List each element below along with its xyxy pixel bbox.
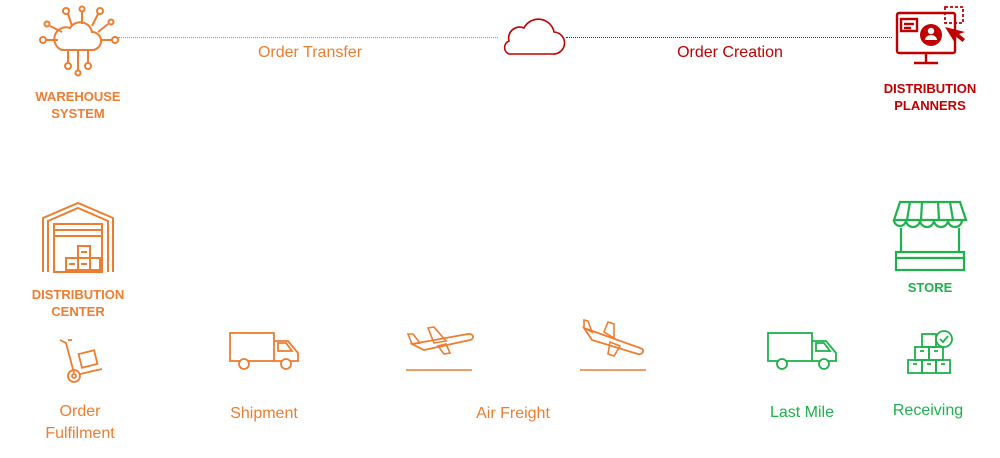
monitor-user-icon — [895, 6, 965, 65]
airplane-icon — [580, 318, 646, 371]
truck-icon — [229, 332, 299, 370]
airplane-icon — [406, 326, 474, 371]
distribution-center-label: DISTRIBUTION CENTER — [31, 287, 125, 319]
store-label: STORE — [907, 280, 953, 295]
process-step-receiving: Receiving — [892, 402, 964, 419]
connector-line-right — [566, 37, 892, 38]
process-step-last-mile: Last Mile — [769, 404, 835, 421]
hand-truck-icon — [59, 339, 103, 383]
connector-line-left — [118, 37, 498, 38]
cloud-network-icon — [39, 5, 119, 77]
truck-icon — [767, 332, 837, 370]
boxes-check-icon — [907, 330, 953, 374]
order-creation-label: Order Creation — [677, 44, 783, 61]
process-step-air-freight: Air Freight — [476, 405, 550, 422]
process-step-shipment: Shipment — [230, 405, 298, 422]
distribution-planners-label: DISTRIBUTION PLANNERS — [883, 81, 977, 113]
warehouse-icon — [42, 201, 114, 273]
order-transfer-label: Order Transfer — [257, 44, 363, 61]
process-step-order-fulfilment: Order Fulfilment — [45, 403, 115, 442]
storefront-icon — [892, 200, 968, 272]
warehouse-system-label: WAREHOUSE SYSTEM — [35, 89, 121, 121]
cloud-icon — [503, 18, 566, 55]
